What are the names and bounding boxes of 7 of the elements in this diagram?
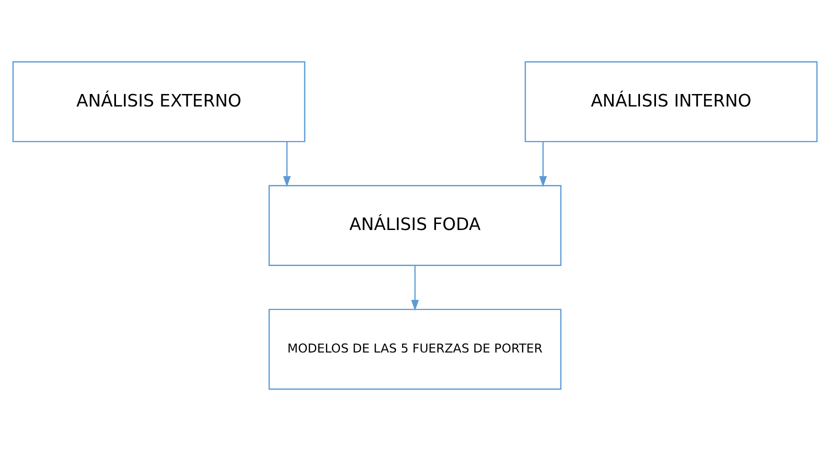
arrow bbox=[411, 264, 419, 310]
node-box: ANÁLISIS EXTERNO bbox=[12, 60, 306, 142]
node-box: ANÁLISIS INTERNO bbox=[524, 60, 818, 142]
arrow bbox=[283, 141, 291, 187]
node-box: ANÁLISIS FODA bbox=[268, 184, 562, 266]
arrow bbox=[539, 141, 547, 187]
node-box: MODELOS DE LAS 5 FUERZAS DE PORTER bbox=[268, 308, 562, 390]
